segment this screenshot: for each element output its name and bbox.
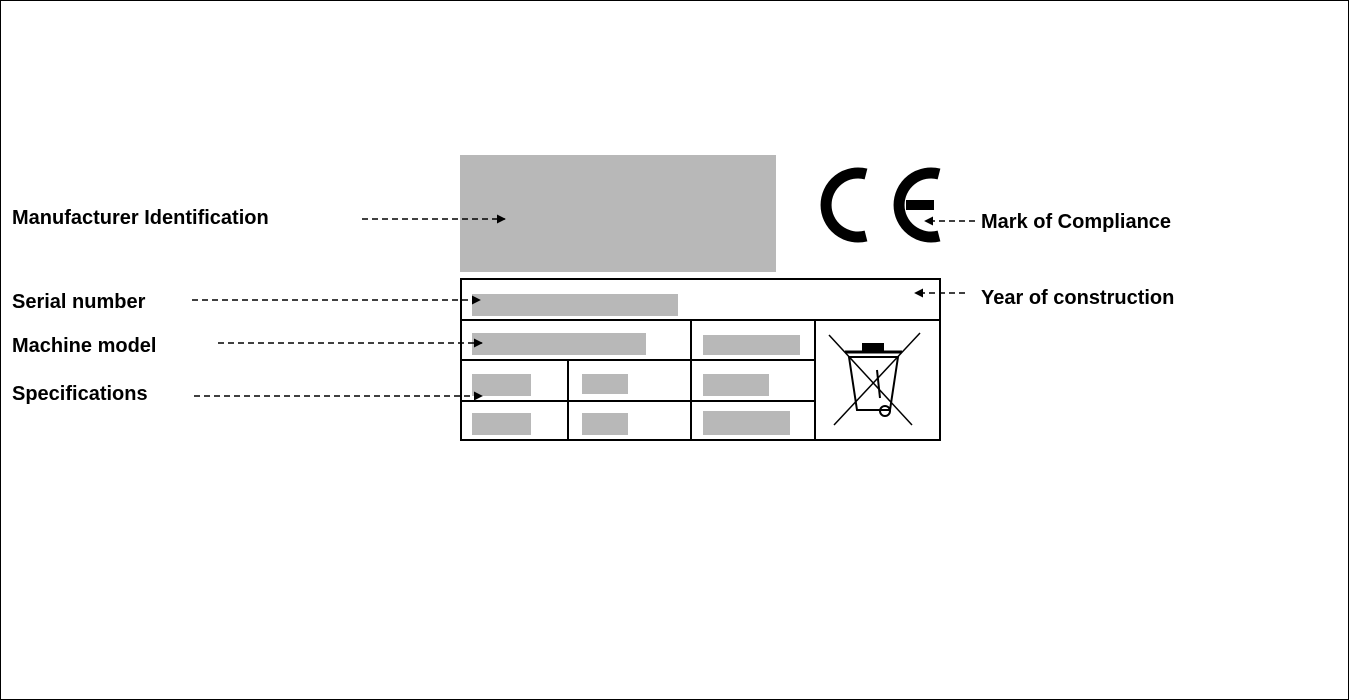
plate-divider-col-spec (567, 359, 569, 441)
plate-divider-row3 (460, 400, 816, 402)
serial-number-label: Serial number (12, 291, 146, 313)
ce-mark-icon (820, 167, 941, 243)
crossed-out-wheelie-bin-icon (828, 332, 921, 426)
plate-divider-row1 (460, 319, 941, 321)
machine-model-field (472, 333, 646, 355)
spec-field-2 (582, 374, 628, 394)
spec-field-3 (703, 374, 769, 396)
machine-model-label: Machine model (12, 335, 157, 357)
specifications-label: Specifications (12, 383, 148, 405)
year-of-construction-field (703, 335, 800, 355)
manufacturer-identification-label: Manufacturer Identification (12, 207, 269, 229)
plate-divider-row2 (460, 359, 816, 361)
spec-field-5 (582, 413, 628, 435)
plate-divider-col-right (814, 319, 816, 441)
diagram-overlay (192, 167, 975, 426)
plate-divider-col-mid (690, 319, 692, 441)
mark-of-compliance-label: Mark of Compliance (981, 211, 1172, 233)
serial-number-field (472, 294, 678, 316)
spec-field-6 (703, 411, 790, 435)
manufacturer-logo-area (460, 155, 776, 272)
spec-field-1 (472, 374, 531, 396)
year-of-construction-label: Year of construction (981, 287, 1175, 309)
spec-field-4 (472, 413, 531, 435)
